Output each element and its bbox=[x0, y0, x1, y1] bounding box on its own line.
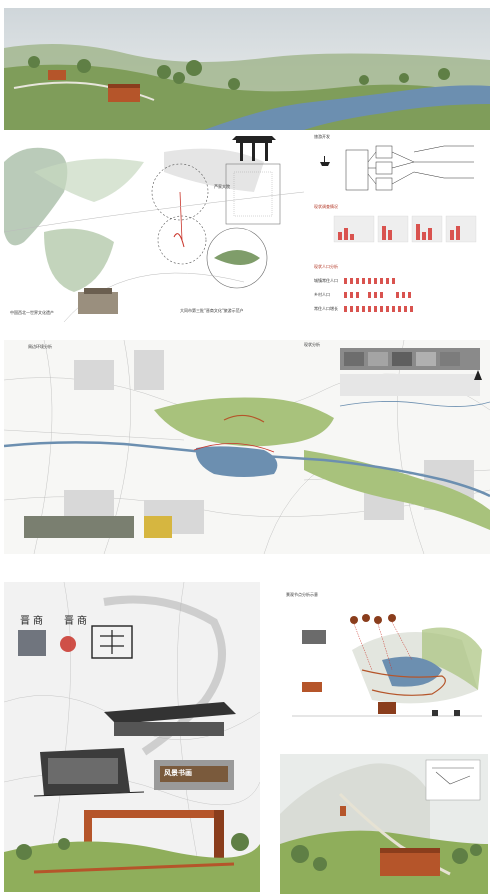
regional-map-art bbox=[4, 132, 490, 322]
population-row-label: 城镇常住人口 bbox=[314, 278, 338, 283]
north-arrow-icon bbox=[474, 370, 482, 380]
node-analysis-heading: 景观节点分析示意 bbox=[286, 592, 318, 597]
surroundings-label: 周边环境分析 bbox=[28, 344, 52, 349]
regional-analysis-panel: 旅游开发 现状调查情况 现状人口分析 城镇常住人口 乡村人口 常住人口增长 中国… bbox=[4, 132, 490, 322]
title-char: 晋商 bbox=[64, 616, 90, 627]
concept-collage: 晋商 晋商 风景书画 bbox=[4, 582, 260, 892]
entrance-rendering bbox=[280, 754, 488, 894]
master-plan-art bbox=[4, 340, 490, 554]
status-heading: 现状调查情况 bbox=[314, 204, 338, 209]
title-char: 晋商 bbox=[20, 616, 46, 627]
caption-world-heritage: 中国西北—世界文化遗产 bbox=[10, 310, 54, 315]
status-analysis-label: 现状分析 bbox=[304, 342, 320, 347]
paifang-gate-icon bbox=[232, 136, 276, 161]
hero-rendering bbox=[4, 8, 490, 130]
node-analysis-art bbox=[282, 590, 488, 730]
concept-collage-art bbox=[4, 582, 260, 892]
photo-strip bbox=[339, 348, 490, 407]
status-grid-chart bbox=[333, 215, 477, 243]
pavilion-building bbox=[104, 702, 236, 736]
viewing-platform bbox=[33, 748, 145, 797]
tourism-flow-diagram bbox=[345, 145, 474, 191]
seal-stamp-icon bbox=[60, 636, 76, 652]
hero-rendering-art bbox=[4, 8, 490, 130]
building-volume bbox=[380, 848, 440, 876]
rust-frame-structure bbox=[84, 810, 224, 870]
ship-icon bbox=[320, 156, 330, 166]
caption-demo-household: 大同市第三批"晋商文化"旅游示范户 bbox=[180, 308, 244, 313]
population-row-label: 乡村人口 bbox=[314, 292, 330, 297]
population-pictogram bbox=[344, 278, 413, 312]
sign-text: 风景书画 bbox=[164, 769, 192, 777]
site-master-plan: 周边环境分析 现状分析 bbox=[4, 340, 490, 554]
population-row-label: 常住人口增长 bbox=[314, 306, 338, 311]
node-analysis-panel: 景观节点分析示意 bbox=[282, 590, 488, 730]
population-heading: 现状人口分析 bbox=[314, 264, 338, 269]
village-label: 芦家大院 bbox=[214, 184, 230, 189]
tourism-heading: 旅游开发 bbox=[314, 134, 330, 139]
entrance-rendering-art bbox=[280, 754, 488, 894]
